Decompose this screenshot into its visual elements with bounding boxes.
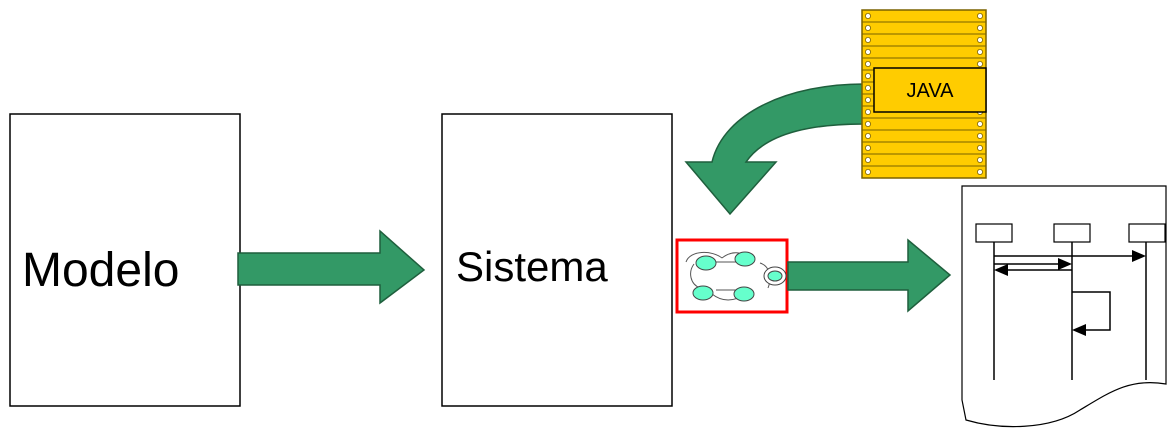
state-node xyxy=(692,285,714,301)
model-box-label: Modelo xyxy=(22,244,179,297)
java-row-hole xyxy=(865,109,872,116)
model-box: Modelo xyxy=(9,113,241,407)
state-node xyxy=(733,286,755,302)
system-box-label: Sistema xyxy=(456,243,608,290)
sequence-diagram-document xyxy=(961,185,1167,428)
message-arrowhead xyxy=(1132,250,1146,262)
final-state-node xyxy=(767,270,783,282)
arrow-system-to-sequence xyxy=(787,238,952,313)
java-row-hole xyxy=(865,61,872,68)
java-row-hole xyxy=(977,121,984,128)
java-row-hole xyxy=(977,49,984,56)
java-row-hole xyxy=(865,121,872,128)
java-row-hole xyxy=(865,97,872,104)
java-row-hole xyxy=(977,144,984,151)
curved-arrow-java-to-system xyxy=(684,83,865,216)
arrow-model-to-system xyxy=(237,229,426,305)
java-row-hole xyxy=(865,73,872,80)
java-row-hole xyxy=(977,12,984,19)
lifeline-head xyxy=(1053,223,1091,243)
java-row-hole xyxy=(865,12,872,19)
java-label-box xyxy=(873,67,987,113)
java-row-hole xyxy=(865,168,872,175)
lifeline-head xyxy=(975,223,1013,243)
message-arrowhead xyxy=(1072,324,1086,336)
java-row-hole xyxy=(865,85,872,92)
state-node xyxy=(734,251,756,267)
state-node xyxy=(695,255,717,271)
java-row-hole xyxy=(977,156,984,163)
java-row-hole xyxy=(865,156,872,163)
java-row-hole xyxy=(977,168,984,175)
message-arrowhead xyxy=(994,264,1008,276)
message-arrowhead xyxy=(1058,258,1072,270)
automaton-thumbnail xyxy=(675,238,789,314)
java-row-hole xyxy=(865,144,872,151)
java-row-hole xyxy=(865,49,872,56)
lifeline-head xyxy=(1128,223,1166,243)
java-row-hole xyxy=(977,24,984,31)
java-row-hole xyxy=(977,132,984,139)
java-row-hole xyxy=(977,37,984,44)
document-page xyxy=(961,185,1167,428)
model-box-frame xyxy=(9,113,241,407)
self-message-line xyxy=(1072,291,1111,331)
system-box: Sistema xyxy=(441,113,673,407)
java-stack: JAVA xyxy=(861,9,987,179)
system-box-frame xyxy=(441,113,673,407)
java-row-hole xyxy=(865,24,872,31)
java-label: JAVA xyxy=(906,80,954,102)
java-row-hole xyxy=(865,37,872,44)
java-row-hole xyxy=(977,61,984,68)
java-row-hole xyxy=(865,132,872,139)
